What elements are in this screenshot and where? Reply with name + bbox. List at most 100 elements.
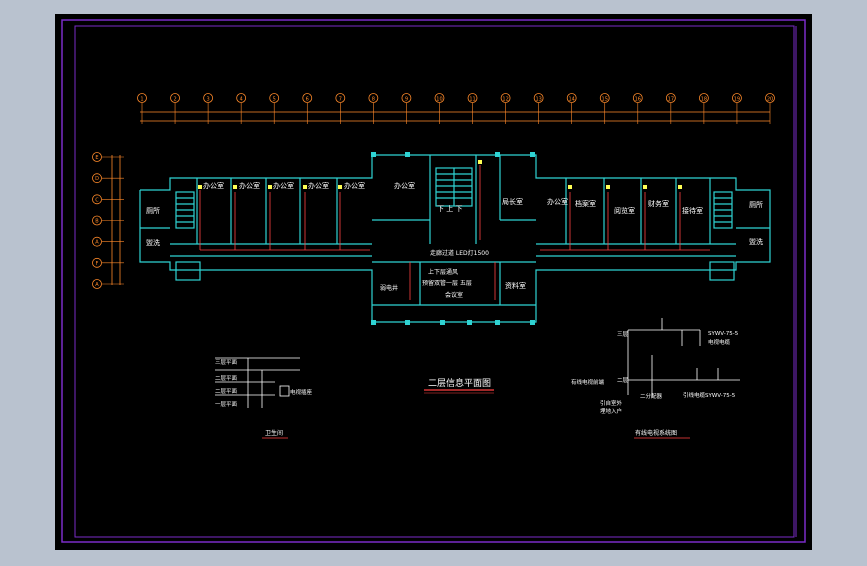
axis-label: 16 xyxy=(635,97,641,103)
axis-bubble xyxy=(92,279,102,289)
axis-label: 15 xyxy=(602,97,608,103)
axis-label: 19 xyxy=(734,97,740,103)
axis-label: 20 xyxy=(767,97,773,103)
riser-left-note2: 引自室外 xyxy=(600,399,623,407)
detail-diagram xyxy=(215,357,300,408)
axis-label: 9 xyxy=(405,97,408,103)
riser-left-note3: 埋地入户 xyxy=(600,407,622,415)
plan-title: 二层信息平面图 xyxy=(428,377,491,389)
room-archive: 档案室 xyxy=(575,199,596,208)
axis-label: 17 xyxy=(668,97,674,103)
axis-bubble xyxy=(533,93,544,103)
axis-bubble xyxy=(566,93,577,103)
columns xyxy=(371,152,535,325)
tv-cable-runs xyxy=(199,165,710,300)
axis-label: E xyxy=(95,155,98,161)
axis-label: 1 xyxy=(140,97,143,103)
room-weak: 弱电井 xyxy=(380,284,398,292)
axis-label: 18 xyxy=(701,97,707,103)
axis-bubble xyxy=(632,93,643,103)
room-meeting: 会议室 xyxy=(445,291,463,299)
room-office-c: 办公室 xyxy=(394,181,415,190)
detail-l4: 一层平面 xyxy=(215,401,238,408)
axis-label: A xyxy=(95,282,99,288)
riser-title: 有线电视系统图 xyxy=(635,429,677,437)
axis-bubble xyxy=(434,93,445,103)
axis-bubble xyxy=(92,257,102,268)
axis-bubble xyxy=(92,194,102,205)
axis-bubble xyxy=(335,93,346,103)
axis-label: 3 xyxy=(207,97,210,103)
axis-bubble xyxy=(368,93,379,103)
axis-label: B xyxy=(95,219,99,225)
riser-cable: SYWV-75-5 xyxy=(708,331,739,337)
axis-label: 13 xyxy=(535,97,541,103)
room-office-1: 办公室 xyxy=(203,181,224,190)
axis-bubble xyxy=(732,93,742,103)
room-wash-l: 盥洗 xyxy=(146,238,160,247)
room-reading: 阅览室 xyxy=(614,206,635,215)
riser-box: 二分配器 xyxy=(640,392,663,400)
axis-bubble xyxy=(467,93,478,103)
room-toilet-r: 厕所 xyxy=(749,200,763,209)
inner-frame xyxy=(74,25,795,538)
axis-label: F xyxy=(96,261,99,267)
axis-label: 4 xyxy=(240,97,243,103)
axis-label: A xyxy=(95,240,99,246)
riser-floor3: 三层 xyxy=(617,331,629,338)
axis-bubble xyxy=(92,215,102,226)
drawing-sheet xyxy=(55,14,812,550)
room-office-3: 办公室 xyxy=(273,181,294,190)
axis-label: 2 xyxy=(173,97,176,103)
axis-label: 7 xyxy=(339,97,342,103)
axis-bubble xyxy=(170,93,180,103)
floor-plan xyxy=(139,154,771,323)
axis-bubble xyxy=(599,93,610,103)
riser-cable-note: 电视电缆 xyxy=(708,338,731,346)
axis-bubble xyxy=(236,93,247,103)
axis-bubble xyxy=(665,93,676,103)
room-toilet-l: 厕所 xyxy=(146,206,160,215)
riser-left-note: 有线电视前端 xyxy=(571,378,605,386)
room-office-2: 办公室 xyxy=(239,181,260,190)
axis-bubble xyxy=(92,173,102,184)
axis-label: 14 xyxy=(568,97,574,103)
detail-title: 卫生间 xyxy=(265,429,283,437)
detail-l1: 三层平面 xyxy=(215,359,238,366)
axis-label: 6 xyxy=(306,97,309,103)
tv-outlets xyxy=(198,160,682,189)
room-clerk: 资料室 xyxy=(505,281,526,290)
room-wash-r: 盥洗 xyxy=(749,237,763,246)
lobby-note-1: 上下层通风 xyxy=(428,268,458,276)
detail-r1: 电视插座 xyxy=(290,388,313,396)
riser-floor2: 二层 xyxy=(617,377,629,384)
axis-label: 12 xyxy=(502,97,508,103)
room-office-5: 办公室 xyxy=(344,181,365,190)
riser-bottom-note: 引线电缆SYWV-75-5 xyxy=(683,391,736,399)
axis-label: 11 xyxy=(469,97,475,103)
room-director: 局长室 xyxy=(502,197,523,206)
axis-bubble xyxy=(765,93,775,103)
detail-l2: 二层平面 xyxy=(215,375,238,382)
corridor-note: 走廊过道 LED灯1500 xyxy=(430,249,489,257)
axis-bubble xyxy=(269,93,280,103)
axis-bubble xyxy=(698,93,709,103)
axis-bubble xyxy=(500,93,511,103)
outer-frame xyxy=(61,19,806,543)
axis-label: 5 xyxy=(273,97,276,103)
axis-bubble xyxy=(401,93,412,103)
riser-diagram xyxy=(627,318,740,398)
room-finance: 财务室 xyxy=(648,199,669,208)
axis-label: D xyxy=(95,176,99,182)
axis-bubble xyxy=(203,93,214,103)
axis-label: 10 xyxy=(436,97,442,103)
lobby-note-2: 预留双管一层 五层 xyxy=(422,279,472,287)
axis-bubble xyxy=(137,93,147,103)
axis-bubble xyxy=(302,93,313,103)
axis-bubble xyxy=(92,152,102,162)
room-office-4: 办公室 xyxy=(308,181,329,190)
detail-l3: 二层平面 xyxy=(215,388,238,395)
